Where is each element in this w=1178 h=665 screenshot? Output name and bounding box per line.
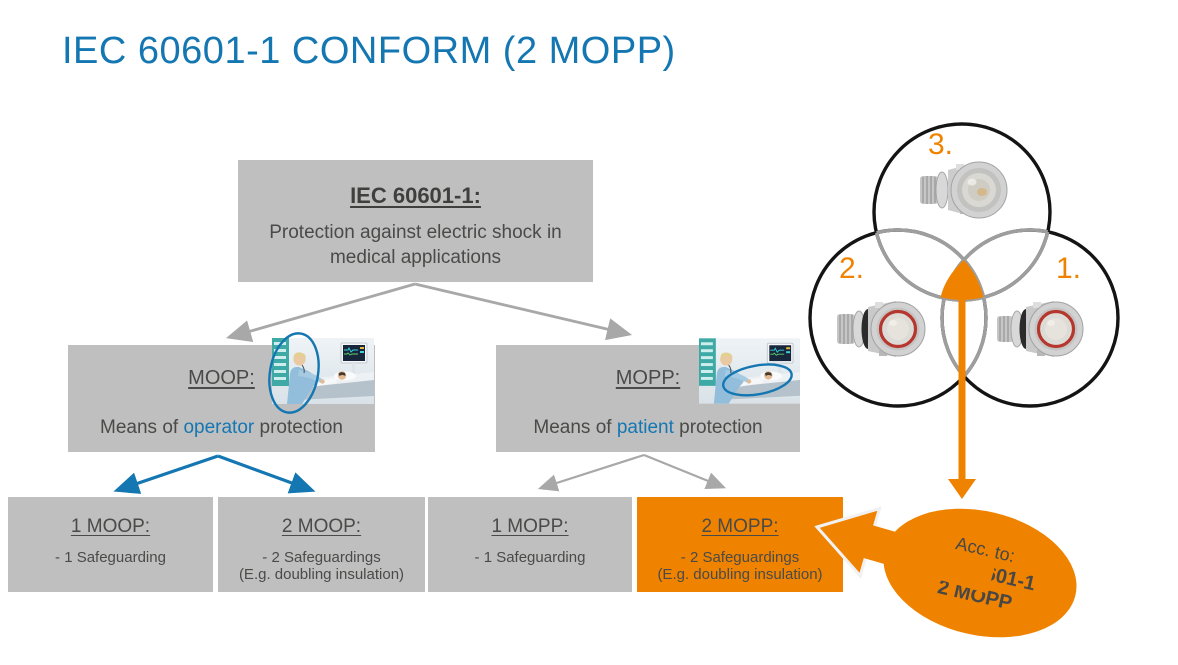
arrow-mopp-to-1mopp bbox=[537, 453, 645, 492]
arrow-root-to-moop bbox=[225, 282, 416, 342]
root-box-heading: IEC 60601-1: bbox=[350, 183, 481, 208]
leaf-1moop-line1: - 1 Safeguarding bbox=[55, 549, 166, 566]
venn-circle-3 bbox=[872, 122, 1052, 302]
leaf-1moop-heading: 1 MOOP: bbox=[70, 516, 151, 537]
mopp-body: Means of patient protection bbox=[496, 417, 800, 439]
root-box-body: Protection against electric shock in med… bbox=[269, 222, 562, 268]
leaf-2mopp-line1: - 2 Safeguardings bbox=[680, 549, 800, 566]
mopp-body-highlight: patient bbox=[616, 417, 674, 438]
leaf-1mopp-heading: 1 MOPP: bbox=[491, 516, 569, 537]
callout-ellipse: Acc. to: IEC 60601-1 2 MOPP bbox=[870, 490, 1090, 656]
mopp-body-suffix: protection bbox=[673, 417, 763, 438]
cable-gland-1-icon bbox=[997, 301, 1084, 357]
page-title: IEC 60601-1 CONFORM (2 MOPP) bbox=[62, 30, 676, 72]
patient-highlight-ellipse bbox=[722, 363, 793, 397]
arrow-moop-to-1moop bbox=[113, 454, 219, 494]
moop-body-prefix: Means of bbox=[100, 417, 184, 438]
mopp-heading: MOPP: bbox=[615, 367, 681, 389]
moop-body-suffix: protection bbox=[254, 417, 343, 438]
leaf-box-2mopp-highlighted: 2 MOPP: - 2 Safeguardings (E.g. doubling… bbox=[637, 497, 843, 592]
leaf-box-1mopp: 1 MOPP: - 1 Safeguarding bbox=[428, 497, 632, 592]
moop-body: Means of operator protection bbox=[68, 417, 375, 439]
moop-heading: MOOP: bbox=[188, 367, 255, 389]
medical-scene-photo-mopp bbox=[699, 338, 800, 404]
medical-scene-photo-moop bbox=[268, 332, 374, 414]
venn-label-2: 2. bbox=[839, 252, 865, 285]
leaf-box-1moop: 1 MOOP: - 1 Safeguarding bbox=[8, 497, 213, 592]
leaf-box-2moop: 2 MOOP: - 2 Safeguardings (E.g. doubling… bbox=[218, 497, 425, 592]
arrow-moop-to-2moop bbox=[217, 454, 316, 494]
down-arrow bbox=[948, 296, 976, 499]
leaf-2moop-line2: (E.g. doubling insulation) bbox=[238, 566, 405, 583]
leaf-1mopp-line1: - 1 Safeguarding bbox=[474, 549, 586, 566]
cable-gland-3-icon bbox=[920, 161, 1008, 219]
cable-gland-2-icon bbox=[837, 301, 926, 357]
root-box-iec60601: IEC 60601-1: Protection against electric… bbox=[238, 160, 593, 282]
venn-label-3: 3. bbox=[928, 128, 954, 161]
mopp-body-prefix: Means of bbox=[533, 417, 617, 438]
moop-body-highlight: operator bbox=[183, 417, 255, 438]
leaf-2moop-heading: 2 MOOP: bbox=[281, 516, 362, 537]
down-arrow-head-icon bbox=[948, 479, 976, 499]
leaf-2mopp-line2: (E.g. doubling insulation) bbox=[657, 566, 823, 583]
leaf-2mopp-heading: 2 MOPP: bbox=[701, 516, 779, 537]
arrow-mopp-to-2mopp bbox=[643, 453, 727, 489]
venn-label-1: 1. bbox=[1056, 252, 1082, 285]
leaf-2moop-line1: - 2 Safeguardings bbox=[262, 549, 381, 566]
arrow-root-to-mopp bbox=[414, 282, 633, 341]
venn-circle-2 bbox=[808, 228, 988, 408]
venn-circle-1 bbox=[940, 228, 1120, 408]
venn-center-intersection bbox=[940, 260, 984, 300]
